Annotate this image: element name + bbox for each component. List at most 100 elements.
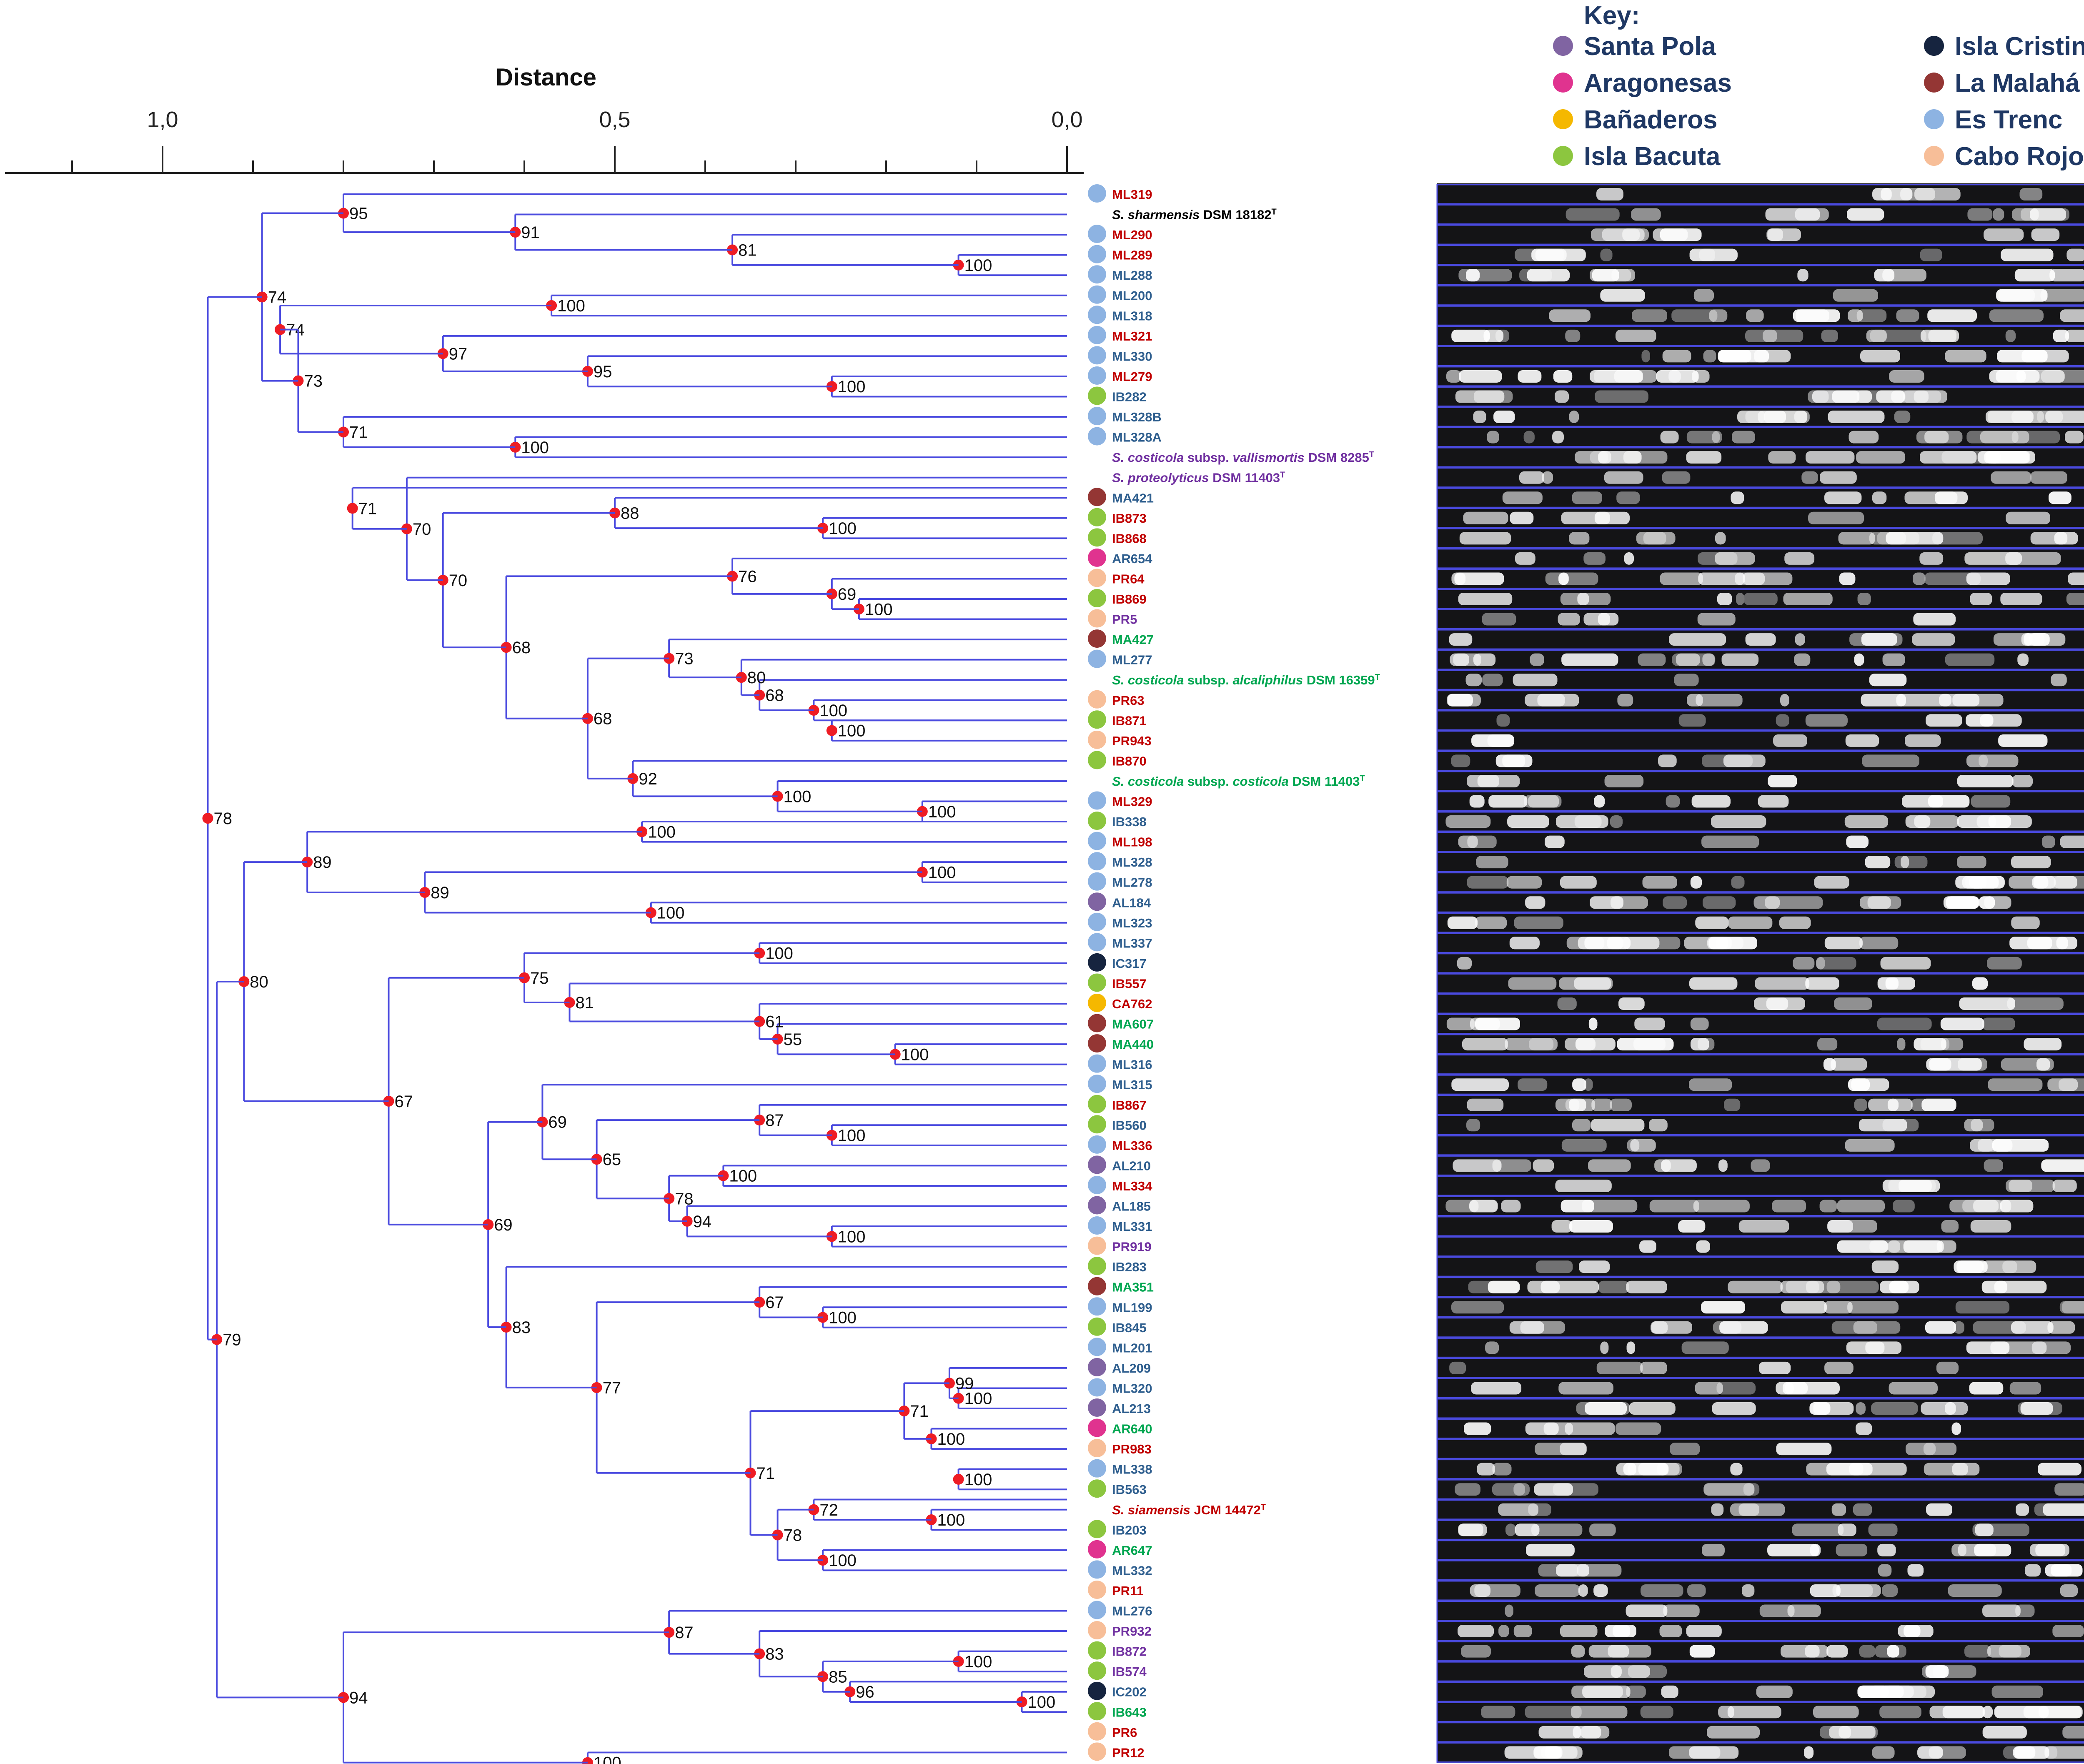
- gel-band: [1838, 532, 1875, 545]
- gel-band: [1924, 572, 1981, 585]
- gel-band: [1534, 1483, 1573, 1496]
- gel-band: [1659, 1625, 1682, 1638]
- gel-band: [1565, 329, 1581, 342]
- site-dot: [1088, 1075, 1106, 1093]
- gel-band: [1817, 1038, 1838, 1051]
- gel-band: [1717, 593, 1732, 605]
- gel-band: [1629, 1402, 1676, 1415]
- key-label: Isla Bacuta: [1584, 142, 1721, 171]
- gel-band: [1523, 431, 1535, 444]
- gel-band: [1555, 390, 1569, 403]
- strain-label: IB873: [1112, 511, 1147, 526]
- gel-band: [2005, 329, 2016, 342]
- site-dot: [1088, 751, 1106, 769]
- gel-band: [1492, 1463, 1512, 1476]
- gel-band: [1743, 593, 1778, 605]
- gel-band: [1735, 572, 1793, 585]
- gel-band: [2001, 248, 2054, 261]
- leaf-row: S. costicola subsp. alcaliphilus DSM 163…: [1112, 673, 1380, 687]
- bootstrap-value: 100: [594, 1754, 621, 1764]
- gel-band: [1824, 491, 1862, 504]
- gel-lane: [1436, 285, 2084, 306]
- gel-band: [1585, 1402, 1627, 1415]
- site-dot: [1088, 973, 1106, 992]
- tick-label-1: 1,0: [147, 107, 178, 132]
- site-dot: [1088, 1135, 1106, 1154]
- gel-band: [1745, 633, 1776, 646]
- site-dot: [1088, 1459, 1106, 1478]
- gel-band: [1455, 1483, 1481, 1496]
- gel-lane-border: [1436, 649, 2084, 670]
- gel-band: [1868, 1098, 1913, 1111]
- gel-band: [1691, 795, 1731, 808]
- gel-band: [1701, 835, 1759, 848]
- gel-band: [1471, 1382, 1522, 1395]
- gel-band: [1780, 1280, 1824, 1293]
- gel-lane-border: [1436, 932, 2084, 953]
- gel-lane-border: [1436, 1459, 2084, 1480]
- gel-band: [1545, 835, 1565, 848]
- gel-band: [1941, 1220, 1959, 1233]
- gel-band: [1459, 532, 1511, 545]
- gel-lane: [1436, 892, 2084, 913]
- gel-band: [1743, 1483, 1760, 1496]
- gel-band: [1856, 390, 1906, 403]
- gel-band: [1880, 1685, 1935, 1698]
- gel-band: [1848, 309, 1863, 322]
- strain-label: AR654: [1112, 551, 1152, 566]
- gel-band: [2065, 329, 2084, 342]
- strain-label: ML329: [1112, 794, 1152, 809]
- gel-band: [1977, 1139, 1994, 1152]
- gel-lane: [1436, 1722, 2084, 1743]
- gel-band: [1829, 1726, 1876, 1739]
- strain-label: IB872: [1112, 1644, 1147, 1659]
- gel-band: [1877, 1544, 1896, 1556]
- gel-lane-border: [1436, 1661, 2084, 1682]
- gel-band: [1591, 1119, 1645, 1132]
- gel-band: [1755, 977, 1810, 990]
- gel-band: [1498, 1503, 1538, 1516]
- gel-lane: [1436, 1459, 2084, 1480]
- bootstrap-value: 100: [784, 787, 812, 806]
- gel-lane: [1436, 1601, 2084, 1621]
- bootstrap-value: 100: [765, 945, 793, 963]
- gel-band: [1616, 491, 1640, 504]
- gel-lane: [1436, 427, 2084, 448]
- gel-band: [1481, 1706, 1515, 1719]
- gel-lane: [1436, 730, 2084, 751]
- strain-label: IB869: [1112, 592, 1147, 606]
- gel-band: [1926, 1058, 1982, 1071]
- gel-band: [1575, 1038, 1616, 1051]
- key-label: Santa Pola: [1584, 32, 1716, 61]
- site-dot: [1088, 1439, 1106, 1458]
- gel-band: [1533, 1159, 1554, 1172]
- gel-lane-border: [1436, 832, 2084, 852]
- gel-band: [1718, 350, 1751, 363]
- site-dot: [1088, 892, 1106, 911]
- gel-band: [1716, 1382, 1756, 1395]
- strain-label: MA607: [1112, 1017, 1154, 1032]
- gel-lane-border: [1436, 1337, 2084, 1358]
- gel-band: [1741, 1584, 1755, 1597]
- gel-band: [1767, 228, 1801, 241]
- gel-band: [1972, 977, 1988, 990]
- gel-band: [1881, 188, 1892, 200]
- gel-band: [1889, 370, 1924, 383]
- gel-band: [1626, 1604, 1668, 1617]
- gel-lane-border: [1436, 1135, 2084, 1156]
- gel-band: [1816, 957, 1825, 970]
- leaf-row: IB869: [1088, 589, 1147, 607]
- gel-lane: [1436, 1196, 2084, 1216]
- gel-band: [2041, 835, 2055, 848]
- gel-band: [1594, 795, 1605, 808]
- gel-band: [2024, 1038, 2062, 1051]
- bootstrap-value: 85: [829, 1668, 847, 1686]
- gel-band: [1730, 1503, 1785, 1516]
- gel-band: [1596, 188, 1623, 200]
- gel-lane-border: [1436, 953, 2084, 974]
- gel-band: [1759, 1604, 1795, 1617]
- gel-band: [1712, 1402, 1756, 1415]
- strain-label: ML290: [1112, 228, 1152, 242]
- gel-band: [1730, 1463, 1743, 1476]
- gel-band: [1698, 552, 1738, 565]
